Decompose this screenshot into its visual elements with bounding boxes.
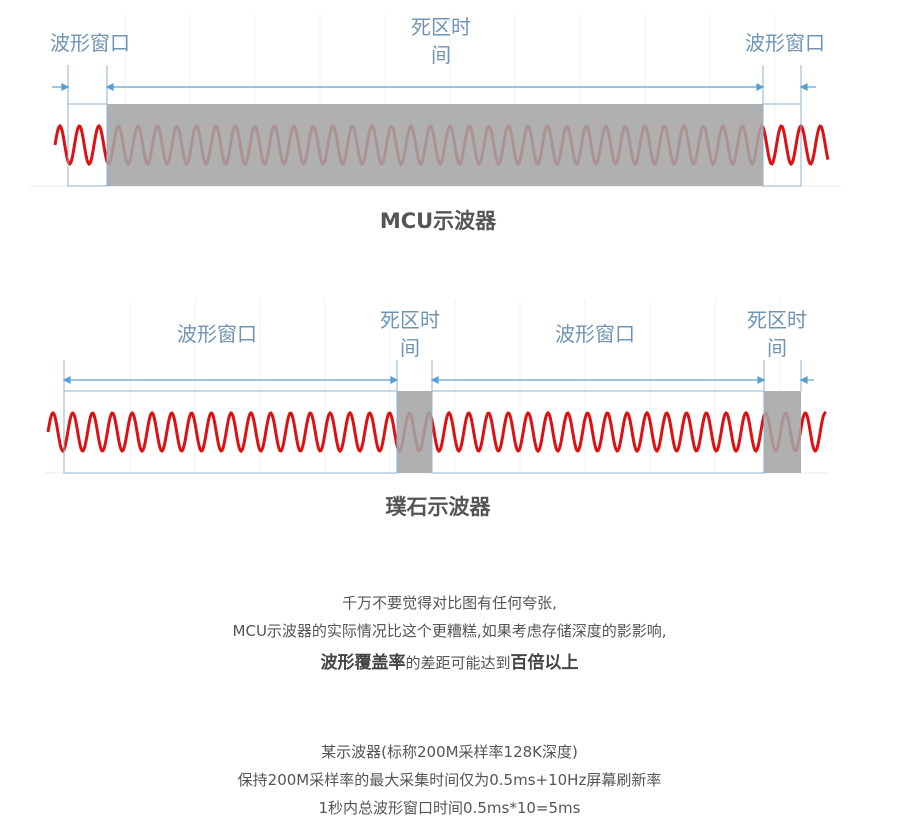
label-dead-time-2a-line1: 死区时 (380, 308, 440, 332)
window-frames-1 (67, 65, 802, 187)
label-window-right-1: 波形窗口 (745, 31, 825, 55)
span-arrows-2 (62, 376, 814, 384)
caption-pushi: 璞石示波器 (386, 495, 492, 519)
diagram-mcu: 波形窗口 死区时 间 波形窗口 MCU示波器 (30, 15, 842, 233)
label-window-2b: 波形窗口 (555, 322, 635, 346)
label-dead-time-2a-line2: 间 (400, 336, 420, 360)
dead-zone-1 (107, 104, 763, 186)
paragraph-2-line-1: 某示波器(标称200M采样率128K深度) (321, 743, 578, 761)
emphasis-hundredfold: 百倍以上 (510, 653, 579, 673)
label-dead-time-2b-line1: 死区时 (747, 308, 807, 332)
emphasis-coverage: 波形覆盖率 (320, 653, 406, 673)
window-frames-2 (63, 360, 802, 474)
diagram-pushi: 波形窗口 死区时 间 波形窗口 死区时 间 璞石示波器 (45, 300, 830, 519)
paragraph-1-line-3: 波形覆盖率的差距可能达到百倍以上 (0, 648, 899, 673)
paragraph-1-line-2: MCU示波器的实际情况比这个更糟糕,如果考虑存储深度的影影响, (232, 622, 667, 640)
label-dead-time-1b: 间 (431, 43, 451, 67)
dead-zone-2b (764, 391, 801, 473)
paragraph-2-line-3: 1秒内总波形窗口时间0.5ms*10=5ms (318, 799, 581, 817)
label-dead-time-1a: 死区时 (411, 15, 471, 39)
label-window-2a: 波形窗口 (177, 322, 257, 346)
caption-mcu: MCU示波器 (380, 209, 497, 233)
paragraph-1-line-3-mid: 的差距可能达到 (405, 654, 511, 672)
label-dead-time-2b-line2: 间 (767, 336, 787, 360)
dead-zone-2a (397, 391, 432, 473)
label-window-left-1: 波形窗口 (50, 31, 130, 55)
paragraph-1-line-1: 千万不要觉得对比图有任何夸张, (342, 594, 557, 612)
waveform-2 (46, 410, 827, 454)
paragraph-2-line-2: 保持200M采样率的最大采集时间仅为0.5ms+10Hz屏幕刷新率 (237, 771, 662, 789)
span-arrows-1 (52, 83, 816, 91)
